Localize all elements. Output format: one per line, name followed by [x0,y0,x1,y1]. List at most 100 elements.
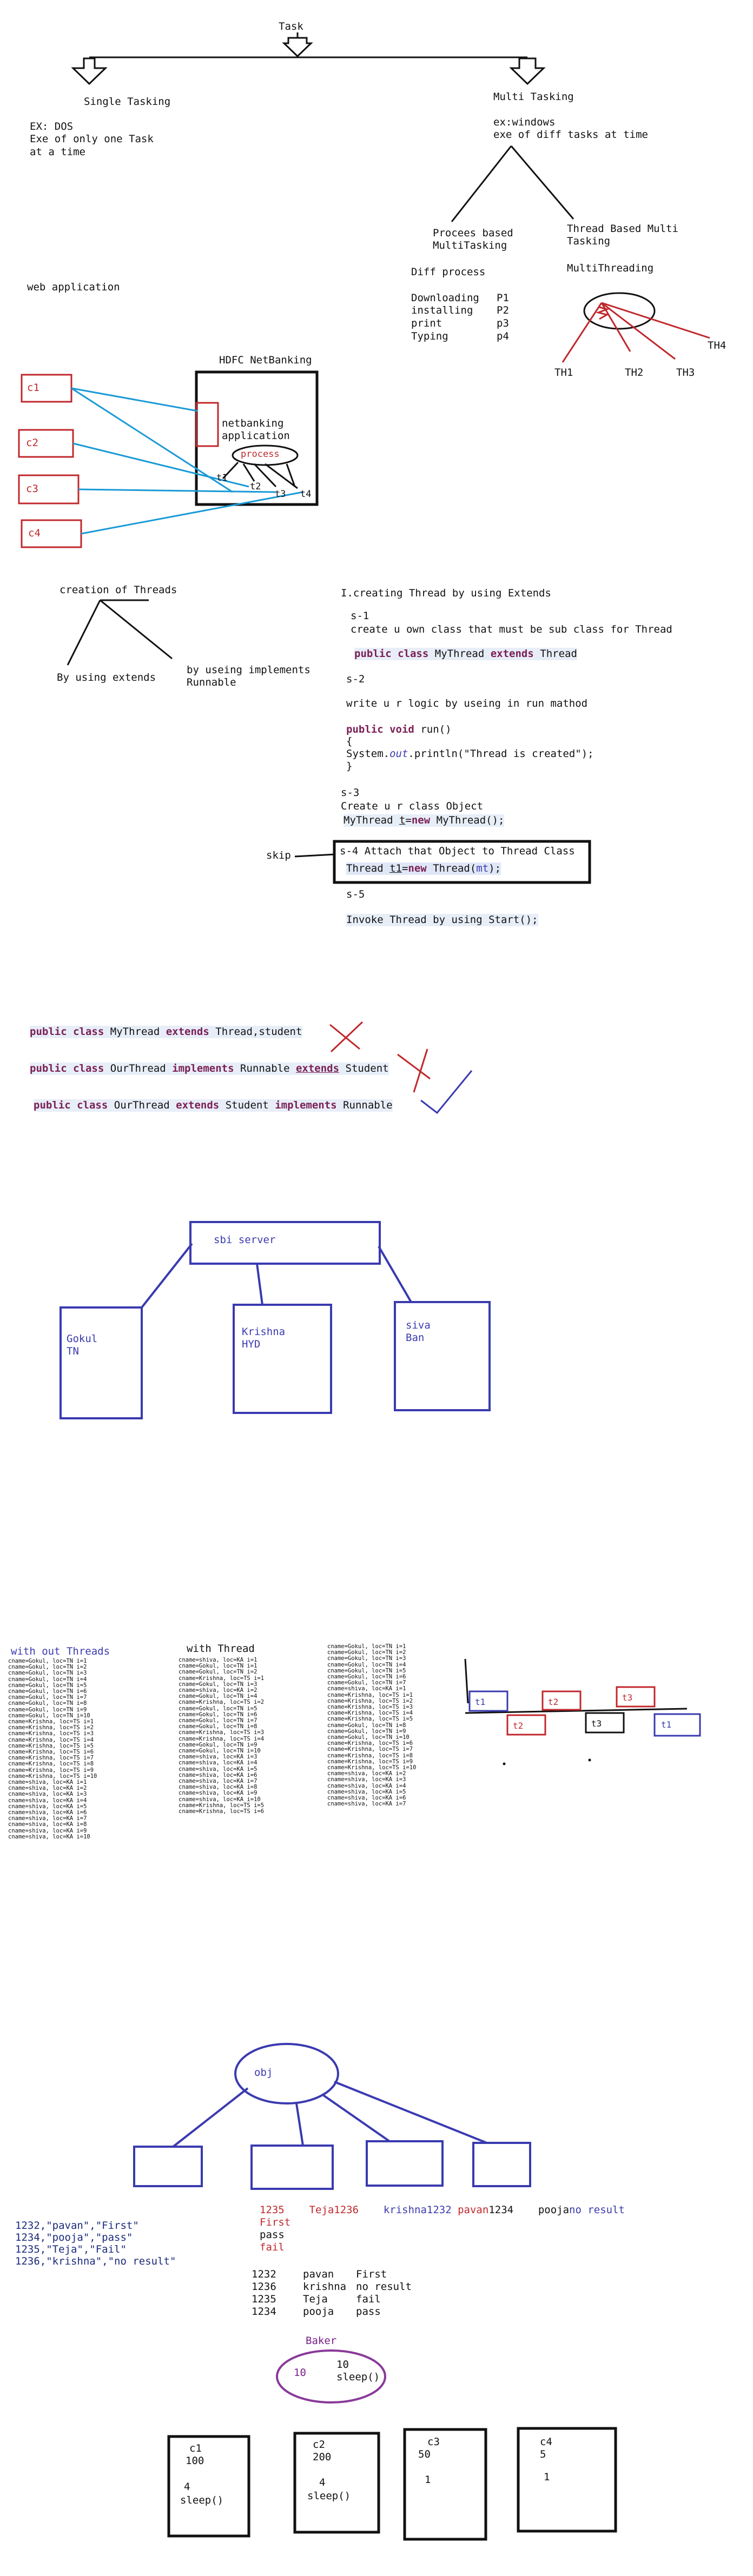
output-line: cname=Krishna, loc=TS i=8 [8,1761,94,1768]
code-attach-line: Thread t1=new Thread(mt); [346,862,501,875]
output-line: cname=Gokul, loc=TN i=2 [327,1649,406,1656]
step-s1-desc: create u own class that must be sub clas… [351,623,672,635]
code-open-brace: { [346,735,353,747]
output-line: cname=Gokul, loc=TN i=2 [8,1664,87,1671]
thread-label-1: TH1 [554,367,573,379]
output-line: cname=shiva, loc=KA i=4 [179,1760,257,1767]
sbi-server-label: sbi server [214,1234,276,1246]
client-c1: c1 [27,382,39,394]
output-line: cname=Gokul, loc=TN i=9 [179,1741,257,1748]
table-id-3: 1235 [252,2293,276,2305]
output-line: cname=Gokul, loc=TN i=4 [179,1693,257,1700]
step-s3: s-3 [341,787,360,799]
output-line: cname=shiva, loc=KA i=6 [179,1771,257,1778]
output-line: cname=Gokul, loc=TN i=4 [8,1676,87,1683]
output-line: cname=shiva, loc=KA i=2 [327,1770,406,1777]
ex-windows: ex:windows [493,116,556,128]
output-line: cname=Krishna, loc=TS i=3 [327,1704,413,1711]
output-line: cname=shiva, loc=KA i=10 [179,1796,261,1803]
by-using-extends: By using extends [57,672,156,683]
thread-label-4: TH4 [708,340,726,351]
baker-sleep: sleep() [336,2371,380,2383]
card-c1-sleep: sleep() [180,2494,224,2506]
output-mixed-line: 1235 Teja1236 krishna1232 pavan1234 pooj… [260,2204,625,2216]
timeline-t2b: t2 [548,1697,559,1707]
output-line: cname=Krishna, loc=TS i=2 [327,1697,413,1704]
timeline-t2a: t2 [513,1721,524,1731]
timeline-t3b: t3 [622,1692,633,1703]
process-name-1: Downloading [411,292,479,304]
step-s5-desc: Invoke Thread by using Start(); [346,914,538,926]
step-s2-desc: write u r logic by useing in run mathod [346,698,588,709]
output-line: cname=Krishna, loc=TS i=8 [327,1752,413,1759]
client-c3: c3 [26,483,38,495]
output-line: cname=shiva, loc=KA i=1 [179,1657,257,1663]
output-line: cname=shiva, loc=KA i=7 [179,1778,257,1785]
output-line: cname=Gokul, loc=TN i=9 [8,1706,87,1713]
extends-example-line-3: public class OurThread extends Student i… [34,1099,393,1112]
output-line: cname=Krishna, loc=TS i=7 [8,1755,94,1762]
output-line: cname=shiva, loc=KA i=1 [327,1685,406,1692]
thread-diagram [562,292,710,363]
table-res-2: no result [356,2281,412,2293]
obj-tree [133,2043,531,2190]
skip-label: skip [266,849,291,861]
thread-based-2: Tasking [567,235,611,247]
record-2: 1234,"pooja","pass" [15,2232,133,2243]
branch-siva-name: siva [406,1319,431,1331]
output-line: cname=Krishna, loc=TS i=1 [179,1675,265,1682]
branch-siva-loc: Ban [406,1332,425,1344]
step-s1: s-1 [351,610,369,622]
hdfc-title: HDFC NetBanking [219,354,312,366]
result-first: First [260,2216,291,2228]
output-line: cname=Krishna, loc=TS i=3 [8,1730,94,1737]
table-name-2: krishna [303,2281,347,2293]
record-3: 1235,"Teja","Fail" [15,2243,127,2255]
single-desc-1: Exe of only one Task [30,133,154,145]
output-line: cname=Gokul, loc=TN i=3 [8,1670,87,1677]
t-label-2: t2 [250,481,261,492]
t-label-4: t4 [300,489,312,500]
output-line: cname=Gokul, loc=TN i=6 [179,1711,257,1718]
output-line: cname=shiva, loc=KA i=9 [8,1827,87,1834]
card-c3-name: c3 [427,2436,440,2448]
creation-of-threads: creation of Threads [60,584,177,596]
card-c1-name: c1 [189,2442,202,2454]
t-label-1: t1 [216,473,228,483]
table-id-1: 1232 [252,2268,276,2280]
branch-gokul-loc: TN [67,1345,79,1357]
result-fail: fail [260,2241,285,2253]
output-line: cname=Gokul, loc=TN i=5 [8,1682,87,1689]
process-id-1: P1 [497,292,509,304]
single-desc-2: at a time [30,146,85,158]
output-line: cname=Krishna, loc=TS i=5 [327,1716,413,1723]
process-id-4: p4 [497,330,509,342]
output-line: cname=shiva, loc=KA i=10 [8,1833,90,1840]
code-close-brace: } [346,760,353,772]
obj-label: obj [254,2067,273,2079]
table-name-3: Teja [303,2293,328,2305]
table-res-3: fail [356,2293,381,2305]
output-line: cname=shiva, loc=KA i=5 [8,1803,87,1810]
output-line: cname=Gokul, loc=TN i=9 [327,1728,406,1735]
extends-example-line-2: public class OurThread implements Runnab… [30,1063,389,1075]
card-c2-sleep: sleep() [307,2490,351,2502]
table-res-4: pass [356,2306,381,2318]
timeline-t1b: t1 [661,1719,672,1730]
thread-based-1: Thread Based Multi [567,223,678,235]
by-using-implements-2: Runnable [187,676,236,688]
code-object-line: MyThread t=new MyThread(); [344,814,505,827]
creation-tree [67,599,591,884]
extends-example-line-1: public class MyThread extends Thread,stu… [30,1026,302,1038]
card-c4-name: c4 [540,2436,552,2448]
output-line: cname=shiva, loc=KA i=8 [8,1821,87,1828]
task-tree [71,32,574,222]
branch-krishna-loc: HYD [242,1338,261,1350]
output-line: cname=Gokul, loc=TN i=7 [327,1679,406,1687]
output-line: cname=Krishna, loc=TS i=2 [179,1699,265,1706]
multi-tasking-label: Multi Tasking [493,91,574,103]
output-line: cname=Gokul, loc=TN i=1 [179,1663,257,1670]
output-line: cname=shiva, loc=KA i=3 [8,1791,87,1798]
